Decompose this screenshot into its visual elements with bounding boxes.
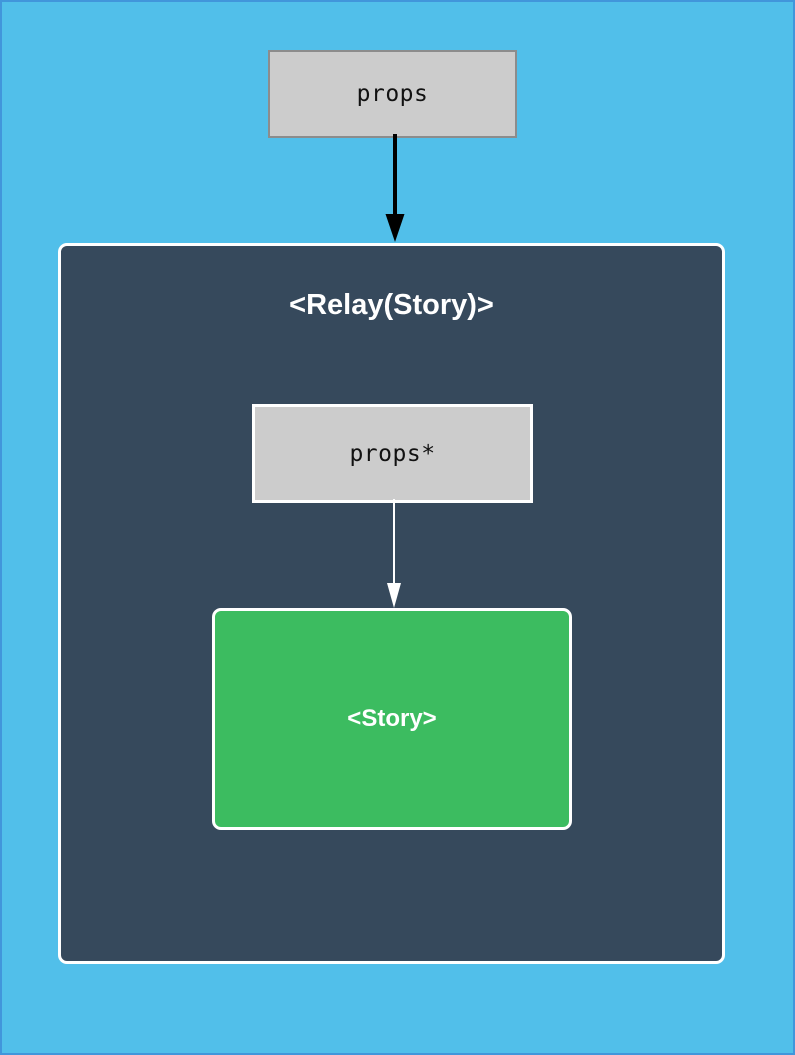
props-outer-box[interactable]: props bbox=[268, 50, 517, 138]
arrow-props-to-relay bbox=[385, 134, 405, 242]
props-inner-label: props* bbox=[349, 440, 436, 467]
story-component-box[interactable]: <Story> bbox=[212, 608, 572, 830]
props-inner-box[interactable]: props* bbox=[252, 404, 533, 503]
relay-story-title: <Relay(Story)> bbox=[289, 289, 494, 321]
relay-story-container[interactable]: <Relay(Story)> bbox=[58, 243, 725, 964]
props-outer-label: props bbox=[356, 81, 429, 107]
arrow-props-to-story bbox=[387, 499, 401, 608]
story-component-label: <Story> bbox=[347, 705, 437, 732]
